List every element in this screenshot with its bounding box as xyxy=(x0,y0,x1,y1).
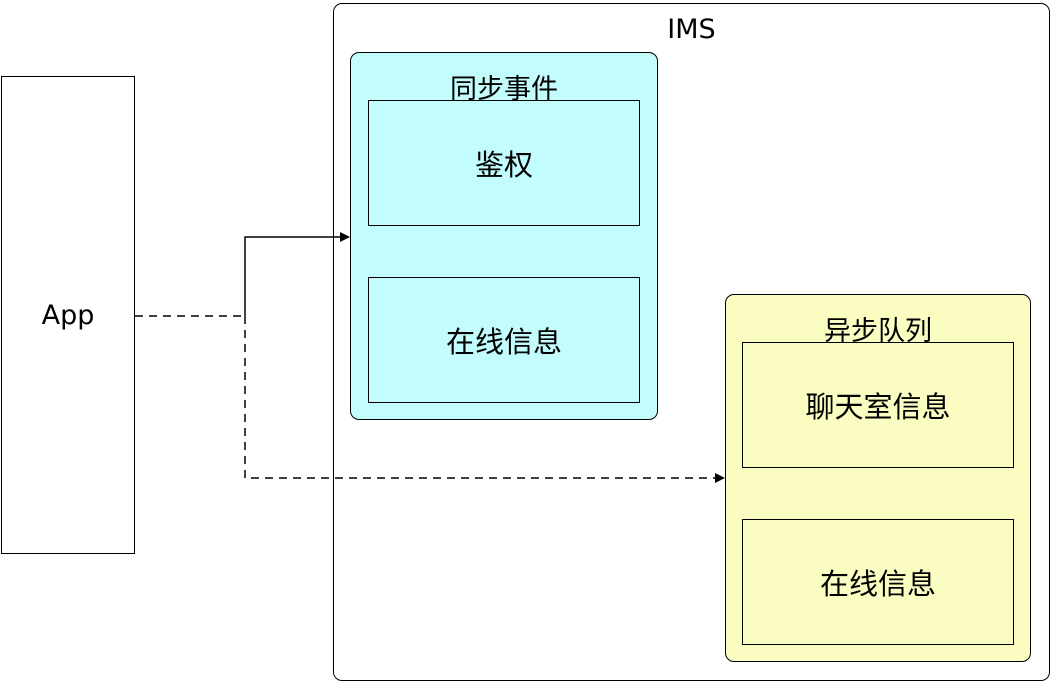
app-node: App xyxy=(1,76,135,554)
sync-item-auth-label: 鉴权 xyxy=(474,148,533,182)
sync-item-auth: 鉴权 xyxy=(368,100,640,226)
sync-item-online-info-label: 在线信息 xyxy=(445,325,562,359)
async-item-online-info: 在线信息 xyxy=(742,519,1014,645)
sync-item-online-info: 在线信息 xyxy=(368,277,640,403)
async-queue-title: 异步队列 xyxy=(824,316,932,347)
sync-events-title: 同步事件 xyxy=(450,74,558,105)
async-item-online-info-label: 在线信息 xyxy=(819,567,936,601)
ims-title: IMS xyxy=(667,14,716,45)
async-item-chatroom-info-label: 聊天室信息 xyxy=(805,390,951,424)
app-label: App xyxy=(41,299,95,331)
async-item-chatroom-info: 聊天室信息 xyxy=(742,342,1014,468)
